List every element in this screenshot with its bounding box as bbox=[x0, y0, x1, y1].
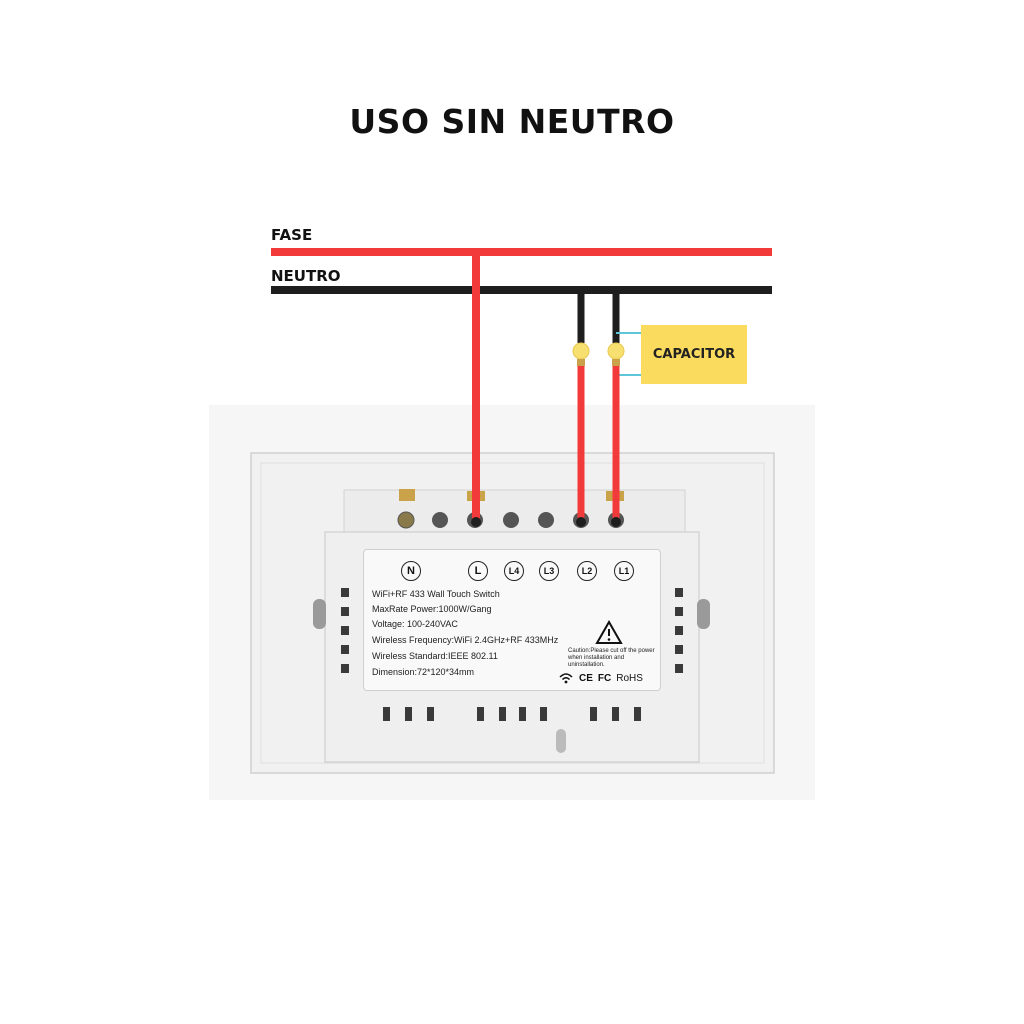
terminal-mark-l: L bbox=[468, 561, 488, 581]
vents bbox=[341, 588, 683, 721]
spec-line-voltage: Voltage: 100-240VAC bbox=[372, 619, 458, 629]
terminal-mark-l3: L3 bbox=[539, 561, 559, 581]
bulb-2-icon bbox=[607, 342, 625, 366]
spec-line-power: MaxRate Power:1000W/Gang bbox=[372, 604, 492, 614]
spec-line-dimension: Dimension:72*120*34mm bbox=[372, 667, 475, 677]
capacitor-label: CAPACITOR bbox=[652, 347, 736, 362]
screw-l4 bbox=[503, 512, 519, 528]
wifi-icon bbox=[559, 673, 573, 684]
cert-fc: FC bbox=[597, 672, 612, 684]
capacitor-box: CAPACITOR bbox=[641, 325, 747, 384]
cert-ce: CE bbox=[579, 672, 593, 684]
spec-line-frequency: Wireless Frequency:WiFi 2.4GHz+RF 433MHz bbox=[372, 635, 559, 645]
spec-line-standard: Wireless Standard:IEEE 802.11 bbox=[372, 651, 498, 661]
diagram-title: USO SIN NEUTRO bbox=[349, 102, 675, 141]
terminal-mark-l4: L4 bbox=[504, 561, 524, 581]
warning-icon bbox=[595, 620, 623, 644]
screw-2 bbox=[432, 512, 448, 528]
mounting-slot-bottom bbox=[556, 729, 566, 753]
terminal-n-top bbox=[399, 489, 415, 501]
screw-n bbox=[397, 511, 415, 529]
bulb-1-icon bbox=[572, 342, 590, 366]
terminal-mark-l1: L1 bbox=[614, 561, 634, 581]
neutro-label: NEUTRO bbox=[271, 267, 341, 285]
spec-line-product: WiFi+RF 433 Wall Touch Switch bbox=[372, 589, 500, 599]
certification-marks: CE FC RoHS bbox=[558, 672, 643, 684]
screw-l3 bbox=[538, 512, 554, 528]
terminal-mark-n: N bbox=[401, 561, 421, 581]
mounting-slot-right bbox=[697, 599, 710, 629]
terminal-mark-l2: L2 bbox=[577, 561, 597, 581]
mounting-slot-left bbox=[313, 599, 326, 629]
spec-label-panel: N L L4 L3 L2 L1 WiFi+RF 433 Wall Touch S… bbox=[363, 549, 661, 691]
caution-text: Caution:Please cut off the power when in… bbox=[568, 648, 655, 668]
cert-rohs: RoHS bbox=[616, 672, 643, 684]
fase-label: FASE bbox=[271, 226, 313, 244]
